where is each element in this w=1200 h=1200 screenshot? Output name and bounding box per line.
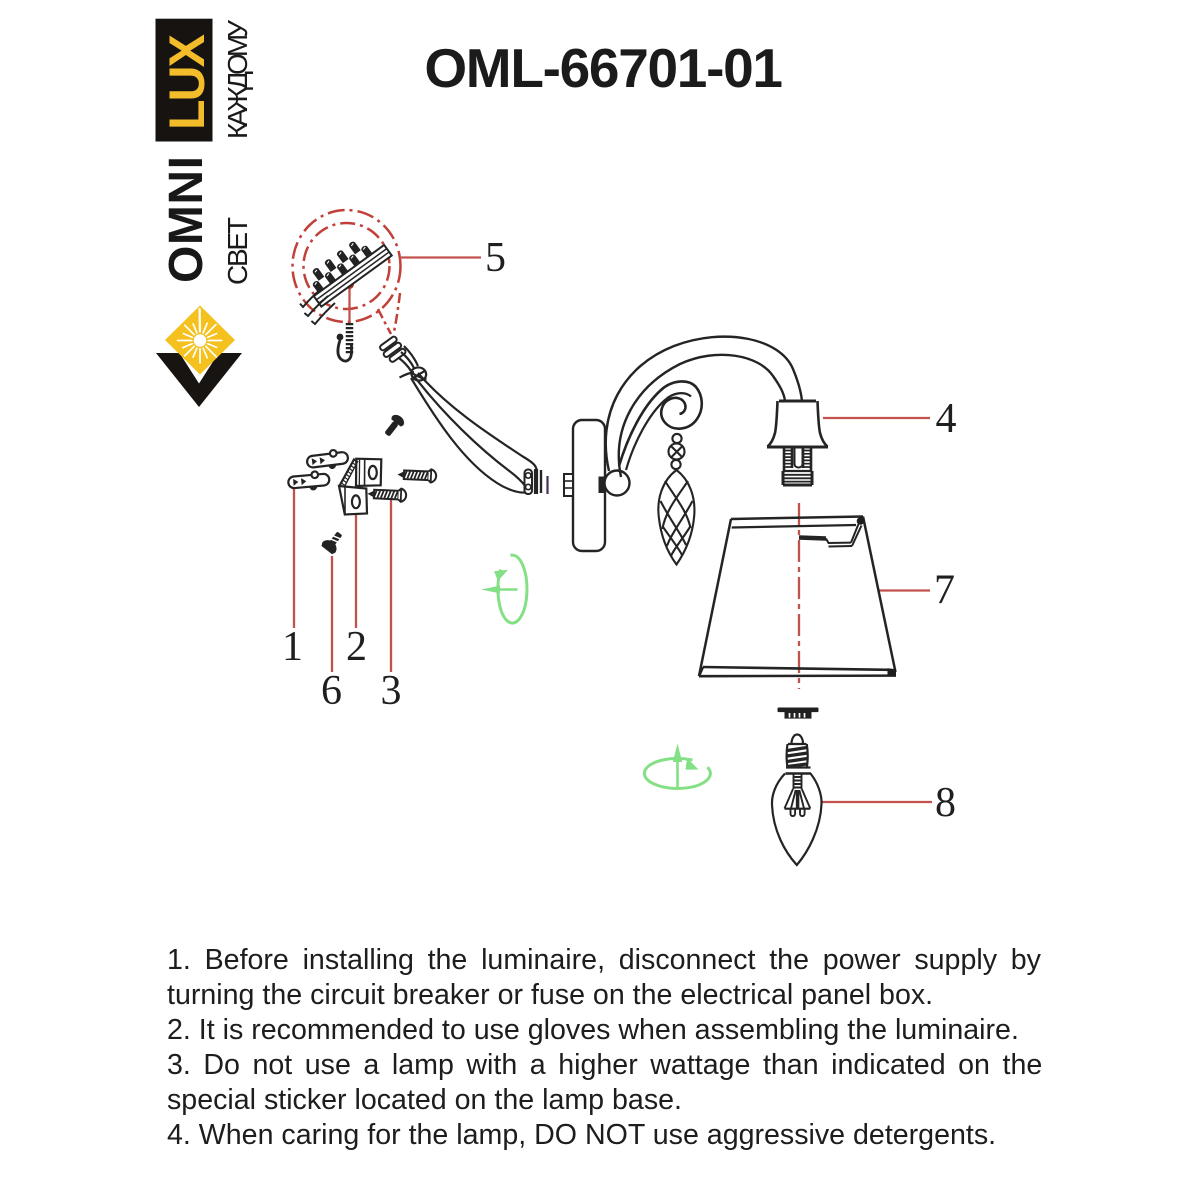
svg-text:1: 1 bbox=[282, 624, 303, 670]
svg-text:6: 6 bbox=[321, 668, 342, 714]
svg-text:4: 4 bbox=[936, 396, 957, 442]
svg-text:5: 5 bbox=[485, 235, 506, 281]
svg-text:СВЕТ: СВЕТ bbox=[222, 217, 253, 285]
svg-text:OMNI: OMNI bbox=[160, 156, 213, 283]
svg-text:3: 3 bbox=[381, 668, 402, 714]
svg-text:LUX: LUX bbox=[159, 34, 215, 130]
svg-text:7: 7 bbox=[934, 568, 955, 614]
svg-text:КАЖДОМУ: КАЖДОМУ bbox=[222, 20, 253, 139]
svg-text:2: 2 bbox=[346, 624, 367, 670]
svg-text:8: 8 bbox=[935, 780, 956, 826]
